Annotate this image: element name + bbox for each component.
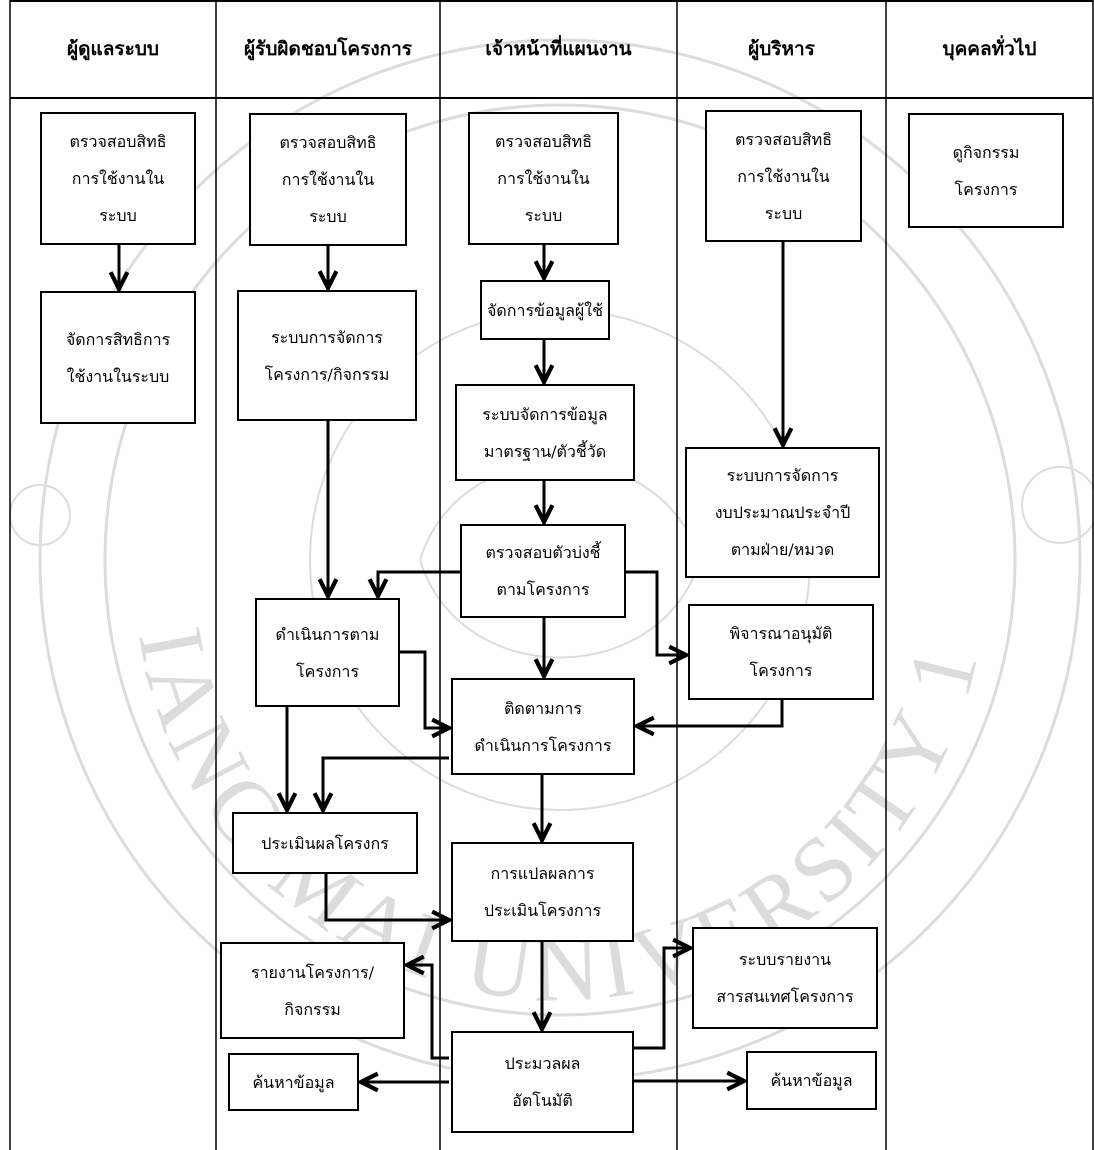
- edge-staff-indicators-to-approve: [626, 570, 686, 655]
- node-staff-check: ตรวจสอบสิทธิ การใช้งานใน ระบบ: [468, 112, 619, 245]
- lane-header-admin: ผู้ดูแลระบบ: [67, 38, 159, 60]
- node-exec-search: ค้นหาข้อมูล: [746, 1051, 877, 1110]
- node-owner-evaluate: ประเมินผลโครงกร: [232, 812, 418, 874]
- edge-owner-execute-to-track: [400, 650, 449, 728]
- node-exec-report-system: ระบบรายงาน สารสนเทศโครงการ: [692, 927, 878, 1029]
- lane-header-planning-staff: เจ้าหน้าที่แผนงาน: [485, 38, 632, 60]
- edge-owner-evaluate-to-interpret: [324, 874, 449, 920]
- node-owner-manage-system: ระบบการจัดการ โครงการ/กิจกรรม: [237, 290, 417, 421]
- edge-staff-indicators-to-execute: [378, 570, 460, 596]
- node-exec-budget: ระบบการจัดการ งบประมาณประจำปี ตามฝ่าย/หม…: [685, 447, 880, 578]
- node-exec-approve: พิจารณาอนุมัติ โครงการ: [688, 604, 874, 700]
- edge-staff-process-to-report-system: [634, 948, 690, 1050]
- lane-header-project-owner: ผู้รับผิดชอบโครงการ: [243, 38, 412, 60]
- lane-header-executive: ผู้บริหาร: [748, 38, 815, 60]
- node-staff-users: จัดการข้อมูลผู้ใช้: [480, 280, 610, 340]
- node-owner-search: ค้นหาข้อมูล: [228, 1053, 359, 1111]
- node-owner-check: ตรวจสอบสิทธิ การใช้งานใน ระบบ: [249, 113, 407, 246]
- node-admin-manage: จัดการสิทธิการ ใช้งานในระบบ: [40, 291, 196, 424]
- node-owner-execute: ดำเนินการตาม โครงการ: [255, 598, 400, 707]
- node-staff-process: ประมวลผล อัตโนมัติ: [451, 1031, 634, 1133]
- node-owner-report: รายงานโครงการ/ กิจกรรม: [220, 942, 405, 1039]
- node-exec-check: ตรวจสอบสิทธิ การใช้งานใน ระบบ: [705, 110, 862, 242]
- node-staff-standards: ระบบจัดการข้อมูล มาตรฐาน/ตัวชี้วัด: [455, 384, 635, 481]
- node-staff-indicators: ตรวจสอบตัวบ่งชี้ ตามโครงการ: [460, 524, 626, 618]
- node-staff-interpret: การแปลผลการ ประเมินโครงการ: [451, 842, 634, 942]
- lane-header-public: บุคคลทั่วไป: [942, 38, 1037, 60]
- node-public-view: ดูกิจกรรม โครงการ: [908, 113, 1064, 228]
- edge-exec-approve-to-track: [637, 700, 784, 726]
- node-staff-track: ติดตามการ ดำเนินการโครงการ: [451, 678, 635, 775]
- edge-staff-process-to-report: [407, 965, 449, 1060]
- edge-staff-track-to-evaluate: [323, 756, 449, 810]
- node-admin-check: ตรวจสอบสิทธิ การใช้งานใน ระบบ: [40, 112, 196, 245]
